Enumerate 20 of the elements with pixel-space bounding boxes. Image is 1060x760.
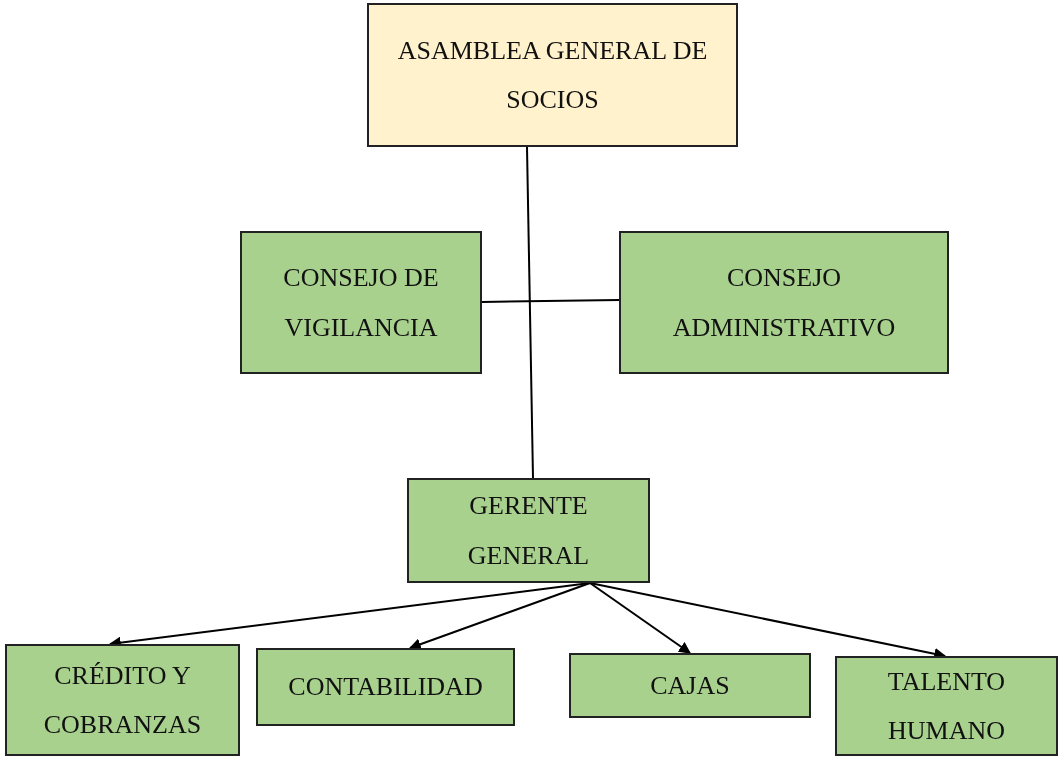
org-box bbox=[256, 648, 515, 726]
box-label: ASAMBLEA GENERAL DE SOCIOS bbox=[396, 34, 709, 116]
box-label: CAJAS bbox=[650, 669, 730, 702]
box-label: CONSEJO ADMINISTRATIVO bbox=[671, 262, 897, 344]
org-box bbox=[835, 656, 1058, 756]
box-label: CRÉDITO Y COBRANZAS bbox=[42, 659, 203, 741]
org-box bbox=[240, 231, 482, 374]
box-label: CONSEJO DE VIGILANCIA bbox=[282, 262, 440, 344]
org-box bbox=[5, 644, 240, 756]
connector-line bbox=[481, 299, 620, 303]
org-box bbox=[407, 478, 650, 583]
connector-line bbox=[526, 146, 534, 479]
org-box bbox=[569, 653, 811, 718]
arrow bbox=[589, 582, 691, 654]
box-label: GERENTE GENERAL bbox=[466, 490, 591, 572]
box-label: TALENTO HUMANO bbox=[886, 665, 1007, 747]
org-box bbox=[619, 231, 949, 374]
org-box bbox=[367, 3, 738, 147]
box-label: CONTABILIDAD bbox=[288, 671, 483, 704]
arrow bbox=[408, 582, 591, 650]
